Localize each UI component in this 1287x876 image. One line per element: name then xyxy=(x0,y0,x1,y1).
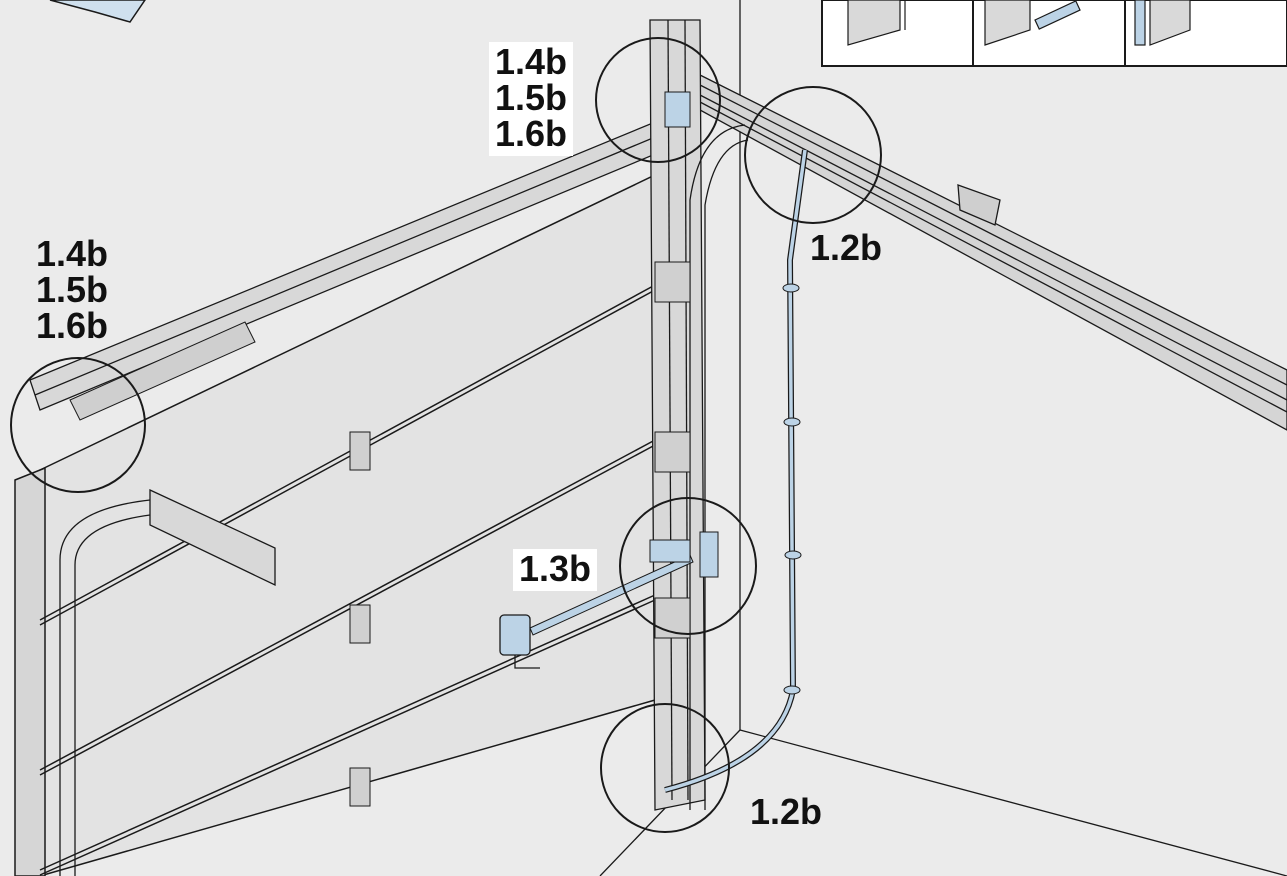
spring-type-1-icon xyxy=(847,0,906,46)
manual-card xyxy=(49,0,146,23)
emergency-release-cable xyxy=(529,554,694,636)
spring-type-3-icon xyxy=(1134,0,1191,46)
detail-circle-bottom xyxy=(600,703,730,833)
detail-circle-left-spring xyxy=(10,357,146,493)
detail-circle-track-curve xyxy=(744,86,882,224)
detail-circle-top-bracket xyxy=(595,37,721,163)
detail-circle-release xyxy=(619,497,757,635)
cable-1-2b xyxy=(664,149,808,793)
panel-hinges xyxy=(349,261,691,807)
spring-type-2-icon xyxy=(984,0,1081,46)
torsion-spring-left xyxy=(69,321,256,421)
detail-circles xyxy=(10,37,882,833)
spring-type-table xyxy=(821,0,1287,67)
detail-highlights xyxy=(649,91,719,578)
door-handle xyxy=(499,614,540,669)
left-curved-track xyxy=(59,488,276,876)
